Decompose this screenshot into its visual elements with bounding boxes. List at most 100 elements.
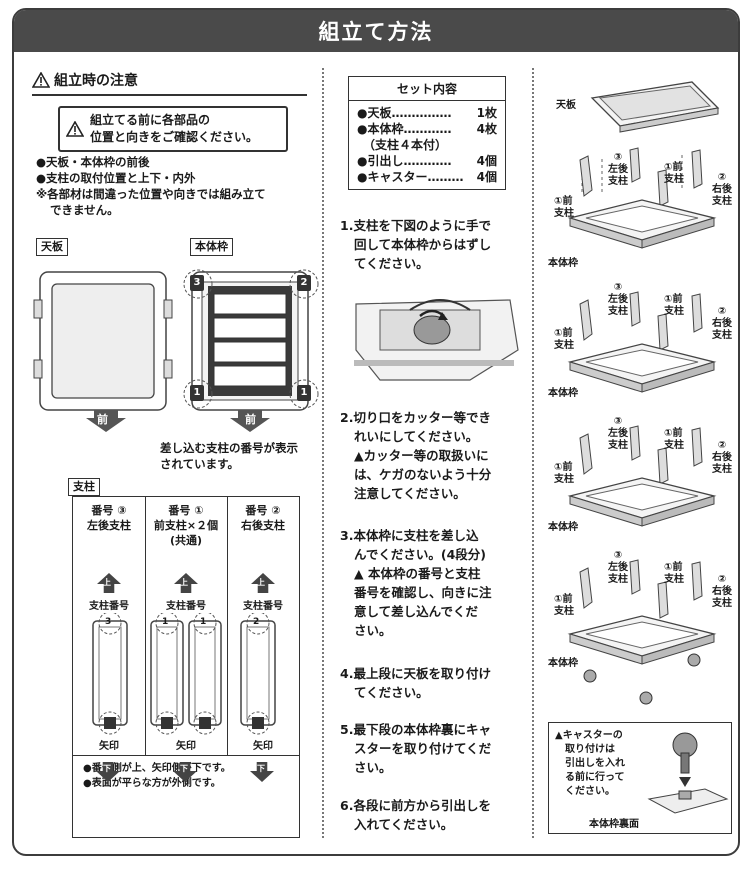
posts-label: 支柱: [68, 478, 100, 496]
diagram-label-right-back: ② 右後 支柱: [712, 440, 732, 475]
column-divider-left: [322, 68, 324, 838]
step-line: てください。: [354, 256, 429, 271]
frame-number-badge: 1: [190, 385, 204, 401]
diagram-label-frame: 本体枠: [548, 522, 578, 533]
frame-note-line: 差し込む支柱の番号が表示: [160, 441, 298, 455]
assembly-diagram: [567, 81, 720, 705]
set-item-qty: 4枚: [476, 122, 497, 136]
frame-note-line: されています。: [160, 457, 240, 471]
page-title: 組立て方法: [318, 20, 434, 44]
posts-diagram: [92, 613, 276, 735]
step-line: さい。: [354, 760, 392, 775]
step-line: ▲カッター等の取扱いに: [354, 448, 489, 463]
step-line: スターを取り付けてくだ: [354, 741, 492, 756]
caster-illustration: [647, 732, 729, 814]
post-number: 番号 ②: [245, 504, 281, 517]
step-line: 番号を確認し、向きに注: [354, 585, 492, 600]
posts-col-line: [227, 497, 228, 755]
panel-label: 天板: [36, 238, 68, 256]
diagram-label-front-left: ①前 支柱: [554, 594, 574, 617]
step-line: 注意してください。: [354, 486, 466, 501]
step-line: 3.本体枠に支柱を差し込: [340, 528, 479, 543]
set-item-name: ●キャスター………: [357, 170, 464, 184]
column-divider-right: [532, 68, 534, 838]
up-char: 上: [180, 578, 188, 587]
set-contents-list: ●天板……………1枚 ●本体枠…………4枚 （支柱４本付） ●引出し…………4個…: [349, 101, 505, 189]
diagram-label-front-right: ①前 支柱: [664, 428, 684, 451]
post-mark: 2: [253, 617, 260, 627]
diagram-label-front-left: ①前 支柱: [554, 462, 574, 485]
post-name: 左後支柱: [87, 519, 131, 532]
frame-diagram: [183, 269, 319, 411]
caution-note: ※各部材は間違った位置や向きでは組み立て: [36, 187, 266, 201]
posts-col-line: [145, 497, 146, 755]
diagram-label-right-back: ② 右後 支柱: [712, 574, 732, 609]
caster-note-line: ください。: [565, 786, 615, 797]
diagram-label-frame: 本体枠: [548, 258, 578, 269]
step1-illustration: [354, 299, 519, 381]
set-contents-heading: セット内容: [349, 77, 505, 101]
posts-table: 番号 ③ 左後支柱 番号 ① 前支柱×２個 (共通) 番号 ② 右後支柱 上 上…: [72, 496, 300, 838]
step-line: は、ケガのないよう十分: [354, 467, 492, 482]
set-item: （支柱４本付）: [349, 137, 505, 153]
post-mark: 3: [105, 617, 112, 627]
caution-heading: 組立時の注意: [31, 70, 138, 90]
set-item-name: （支柱４本付）: [363, 138, 448, 152]
diagram-label-front-left: ①前 支柱: [554, 196, 574, 219]
set-item: ●キャスター……… 4個: [349, 169, 505, 185]
top-panel-diagram: [33, 271, 173, 411]
frame-number-badge: 2: [297, 275, 311, 291]
post-name-note: (共通): [169, 534, 203, 547]
diagram-label-front-right: ①前 支柱: [664, 162, 684, 185]
post-col-header: 番号 ① 前支柱×２個 (共通): [145, 503, 227, 548]
step-line: 5.最下段の本体枠裏にキャ: [340, 722, 491, 737]
down-char: 下: [257, 764, 265, 773]
post-col-header: 番号 ③ 左後支柱: [73, 503, 145, 533]
step-line: さい。: [354, 623, 392, 638]
warning-icon: [31, 71, 51, 88]
step-line: 6.各段に前方から引出しを: [340, 798, 491, 813]
post-number-label: 支柱番号: [166, 601, 206, 612]
caster-note-line: 取り付けは: [565, 744, 615, 755]
posts-foot-note: ●表面が平らな方が外側です。: [83, 778, 221, 789]
caution-heading-text: 組立時の注意: [54, 73, 138, 89]
diagram-label-frame: 本体枠: [548, 388, 578, 399]
step-line: んでください。(4段分): [354, 547, 486, 562]
arrow-label: 矢印: [253, 741, 273, 752]
panel-front-label: 前: [97, 413, 108, 426]
step-line: 入れてください。: [354, 817, 454, 832]
step-line: ▲ 本体枠の番号と支柱: [354, 566, 481, 581]
step-5: 5.最下段の本体枠裏にキャ スターを取り付けてくだ さい。: [340, 720, 530, 777]
tier: [567, 291, 717, 393]
diagram-label-frame: 本体枠: [548, 658, 578, 669]
set-item-name: ●引出し…………: [357, 154, 452, 168]
diagram-label-right-back: ② 右後 支柱: [712, 306, 732, 341]
step-3: 3.本体枠に支柱を差し込 んでください。(4段分) ▲ 本体枠の番号と支柱 番号…: [340, 526, 530, 640]
caution-list: ●天板・本体枠の前後 ●支柱の取付位置と上下・内外 ※各部材は間違った位置や向き…: [36, 154, 266, 218]
tier: [567, 147, 717, 249]
step-line: れいにしてください。: [354, 429, 479, 444]
step-6: 6.各段に前方から引出しを 入れてください。: [340, 796, 530, 834]
set-item-qty: 1枚: [476, 106, 497, 120]
diagram-label-front-right: ①前 支柱: [664, 562, 684, 585]
caution-box-line1: 組立てる前に各部品の: [90, 113, 211, 127]
post-number: 番号 ③: [91, 504, 127, 517]
up-char: 上: [257, 578, 265, 587]
posts-foot-notes: ●番号側が上、矢印側が下です。 ●表面が平らな方が外側です。: [83, 761, 231, 791]
caution-box-line2: 位置と向きをご確認ください。: [90, 130, 259, 144]
set-item-qty: 4個: [476, 170, 497, 184]
caution-note: できません。: [50, 203, 119, 217]
arrow-label: 矢印: [176, 741, 196, 752]
post-number-label: 支柱番号: [89, 601, 129, 612]
step-line: 4.最上段に天板を取り付け: [340, 666, 491, 681]
caution-box: 組立てる前に各部品の 位置と向きをご確認ください。: [58, 106, 288, 152]
post-number: 番号 ①: [168, 504, 204, 517]
post-name: 前支柱×２個: [153, 519, 219, 532]
diagram-label-left-back: ③ 左後 支柱: [608, 550, 628, 585]
diagram-label-left-back: ③ 左後 支柱: [608, 416, 628, 451]
diagram-label-front-left: ①前 支柱: [554, 328, 574, 351]
diagram-label-left-back: ③ 左後 支柱: [608, 152, 628, 187]
frame-label: 本体枠: [190, 238, 233, 256]
diagram-label-front-right: ①前 支柱: [664, 294, 684, 317]
step-line: 回して本体枠からはずし: [354, 237, 492, 252]
